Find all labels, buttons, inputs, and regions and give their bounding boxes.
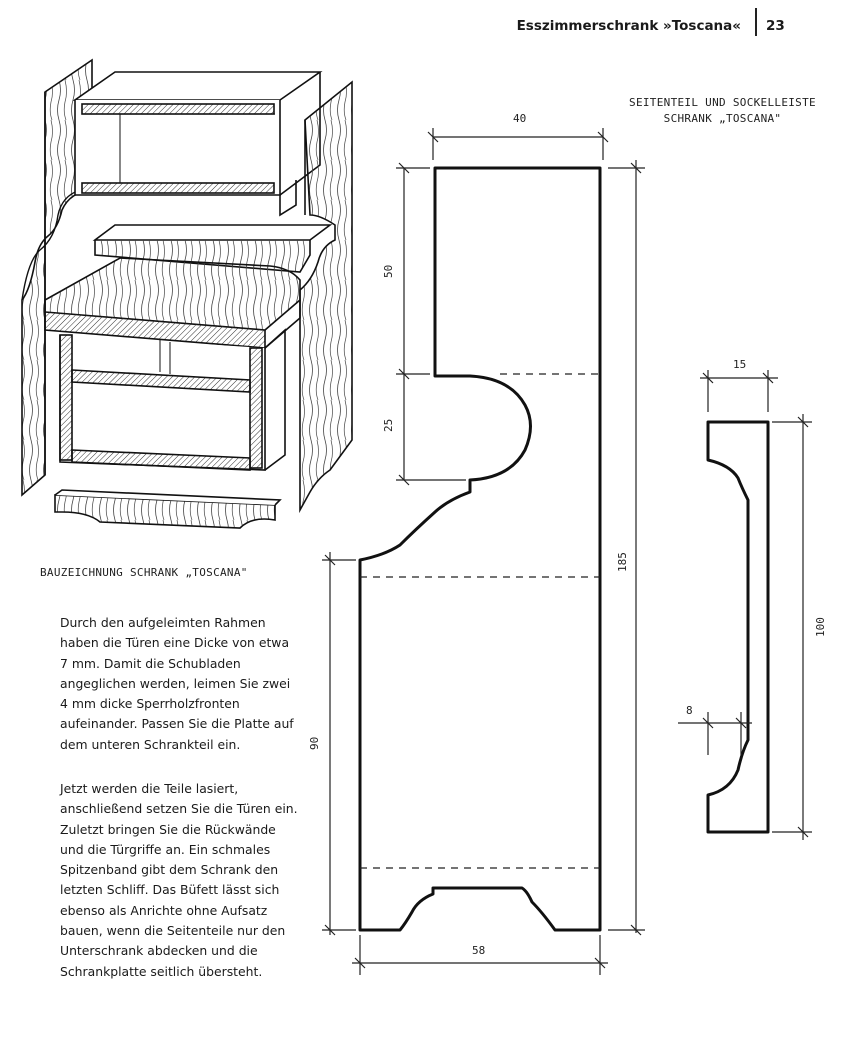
- body-paragraph-1: Durch den aufgeleimten Rahmen haben die …: [60, 615, 294, 752]
- dim-lower-height: 90: [308, 737, 321, 750]
- drawing-caption-line2: SCHRANK „TOSCANA": [663, 112, 782, 125]
- dim-bottom-width: 58: [472, 944, 485, 957]
- upper-box: [72, 71, 323, 217]
- illustration-caption: BAUZEICHNUNG SCHRANK „TOSCANA": [40, 566, 248, 579]
- plinth-drawing: 15 100 8: [678, 358, 827, 840]
- lower-cabinet: [59, 328, 286, 471]
- body-paragraph-2: Jetzt werden die Teile lasiert, anschlie…: [60, 781, 298, 979]
- right-side-panel: [299, 80, 353, 514]
- dim-upper-height: 50: [382, 265, 395, 278]
- top-plate: [44, 257, 301, 349]
- dim-plinth-notch: 8: [686, 704, 693, 717]
- page-number: 23: [766, 18, 785, 34]
- shelf-board: [92, 224, 333, 273]
- plinth-outline: [706, 420, 770, 834]
- dim-total-height: 185: [616, 552, 629, 572]
- side-panel-drawing: 40 50 25 185 90 58: [308, 112, 645, 975]
- dim-plinth-width: 15: [733, 358, 746, 371]
- cabinet-illustration: [21, 58, 353, 529]
- page-header-title: Esszimmerschrank »Toscana«: [516, 18, 741, 34]
- header-divider: [755, 8, 757, 36]
- dim-plinth-height: 100: [814, 617, 827, 637]
- plinth: [54, 489, 282, 529]
- drawing-caption-line1: SEITENTEIL UND SOCKELLEISTE: [629, 96, 816, 109]
- dim-top-width: 40: [513, 112, 526, 125]
- side-panel-outline: [358, 166, 602, 932]
- dim-curve-height: 25: [382, 419, 395, 432]
